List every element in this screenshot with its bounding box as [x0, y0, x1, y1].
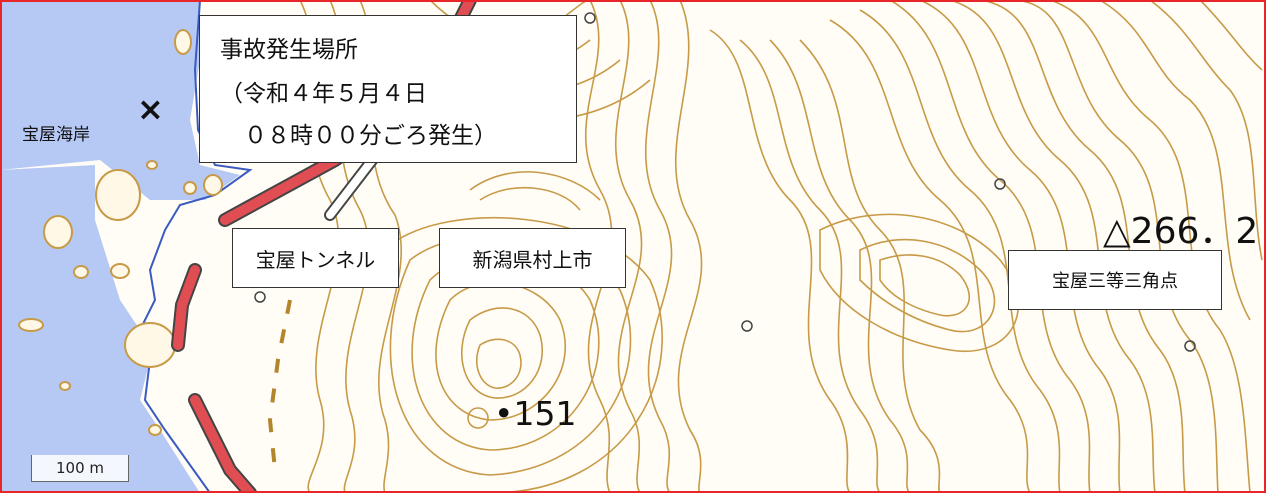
accident-mark-icon: × [137, 90, 164, 128]
elevation-151-value: 151 [513, 394, 577, 433]
islands [18, 29, 223, 436]
elevation-266: △266．2 [1103, 211, 1259, 252]
triangulation-label: 宝屋三等三角点 [1008, 250, 1222, 310]
peak-dot-icon: • [494, 394, 514, 433]
elevation-151: •151 [494, 394, 576, 433]
accident-date: （令和４年５月４日 [220, 81, 427, 107]
peak-circle [467, 407, 489, 429]
sea-area [0, 0, 240, 493]
tunnel-label: 宝屋トンネル [232, 228, 399, 288]
accident-time: ０８時００分ごろ発生） [244, 123, 497, 149]
accident-callout: 事故発生場所 （令和４年５月４日 ０８時００分ごろ発生） [199, 15, 577, 163]
city-label: 新潟県村上市 [439, 228, 626, 288]
coast-label: 宝屋海岸 [22, 125, 90, 145]
scale-bar: 100 m [31, 455, 129, 482]
map-symbols [254, 12, 1196, 352]
accident-title: 事故発生場所 [220, 37, 358, 63]
contour-lines [299, 0, 1263, 493]
trail [267, 299, 292, 471]
